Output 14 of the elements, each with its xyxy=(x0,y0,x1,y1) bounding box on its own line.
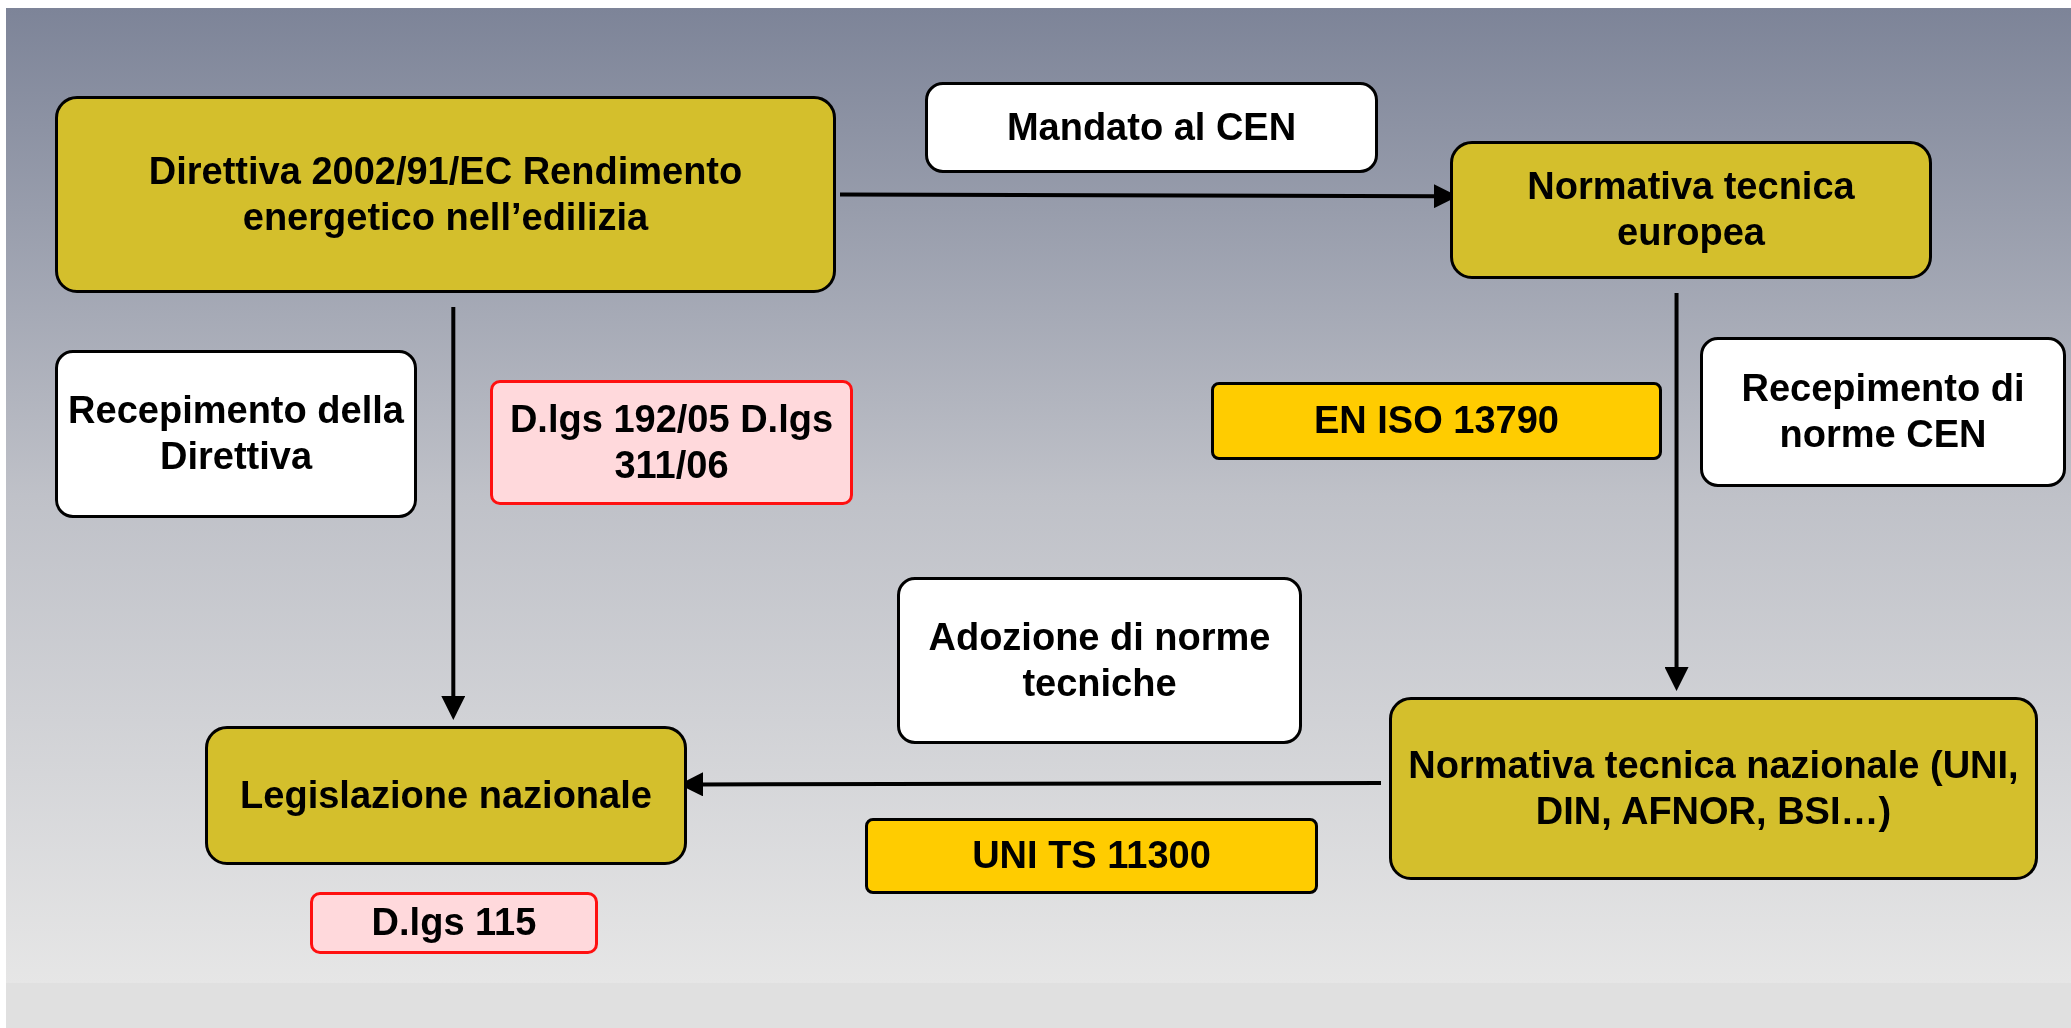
note-box: Adozione di norme tecniche xyxy=(897,577,1302,744)
law-box: D.lgs 192/05 D.lgs 311/06 xyxy=(490,380,853,505)
arrow xyxy=(1664,293,1689,691)
note-box: Mandato al CEN xyxy=(925,82,1378,173)
standard-box: UNI TS 11300 xyxy=(865,818,1318,894)
process-box: Normativa tecnica nazionale (UNI, DIN, AFNOR, BSI…) xyxy=(1389,697,2038,880)
standard-box: EN ISO 13790 xyxy=(1211,382,1662,460)
process-box: Normativa tecnica europea xyxy=(1450,141,1932,279)
note-box: Recepimento di norme CEN xyxy=(1700,337,2066,487)
process-box: Legislazione nazionale xyxy=(205,726,687,865)
law-box: D.lgs 115 xyxy=(310,892,598,954)
process-box: Direttiva 2002/91/EC Rendimento energetico nell’edilizia xyxy=(55,96,836,293)
arrow xyxy=(441,307,466,720)
note-box: Recepimento della Direttiva xyxy=(55,350,417,518)
